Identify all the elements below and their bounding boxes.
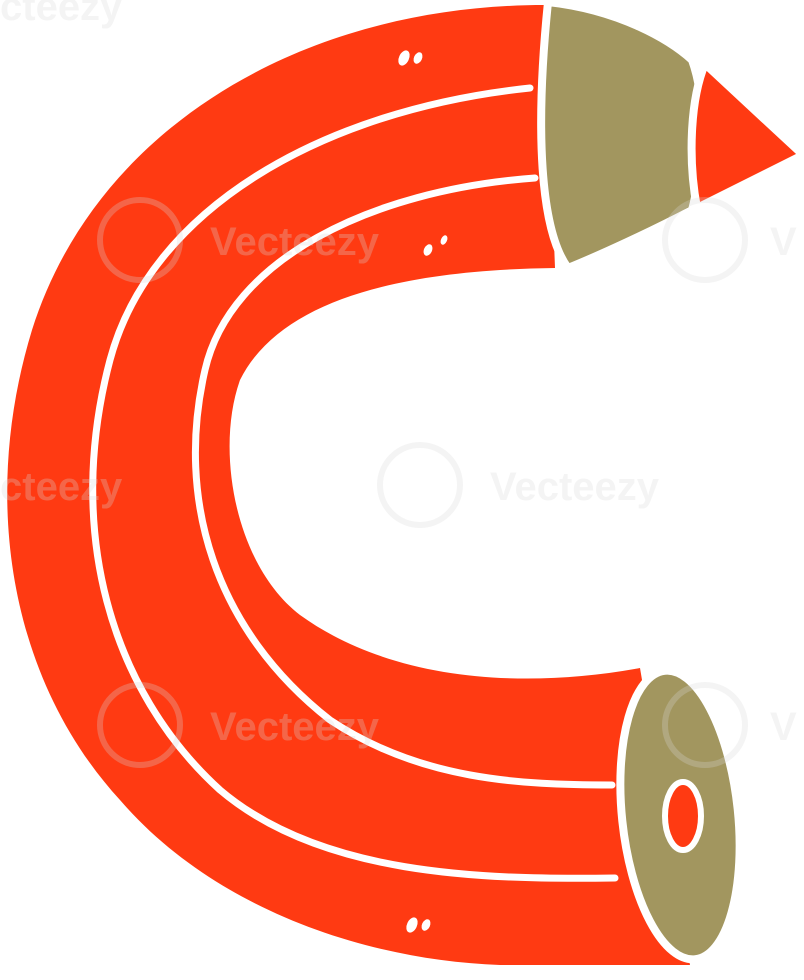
watermark-logo: V: [662, 197, 797, 283]
watermark-logo: V: [662, 682, 797, 768]
watermark-logo: Vecteezy: [97, 682, 380, 768]
highlight-mark: [421, 919, 431, 931]
watermark-text: Vecteezy: [210, 220, 380, 264]
pencil-highlights: [398, 50, 448, 933]
watermark-layer: Vecteezy Vecteezy Vecteezy V V cteezy ct…: [0, 0, 797, 768]
pencil-lead-point: [687, 60, 804, 212]
highlight-mark: [440, 235, 448, 245]
watermark-text: cteezy: [0, 0, 123, 29]
watermark-text: V: [770, 705, 797, 749]
pencil-groove-outer: [89, 84, 619, 882]
pencil-groove-inner: [192, 174, 616, 789]
highlight-mark: [398, 50, 410, 66]
watermark-text: V: [770, 220, 797, 264]
highlight-mark: [423, 244, 433, 256]
pencil-wood-tip: [537, 0, 707, 272]
watermark-logo: Vecteezy: [377, 442, 660, 528]
watermark-logo: Vecteezy: [97, 197, 380, 283]
watermark-text: Vecteezy: [490, 465, 660, 509]
highlight-mark: [413, 52, 423, 64]
pencil-end-lead: [662, 779, 704, 853]
watermark-text: Vecteezy: [210, 705, 380, 749]
watermark-text: cteezy: [0, 465, 123, 509]
highlight-mark: [406, 917, 418, 933]
